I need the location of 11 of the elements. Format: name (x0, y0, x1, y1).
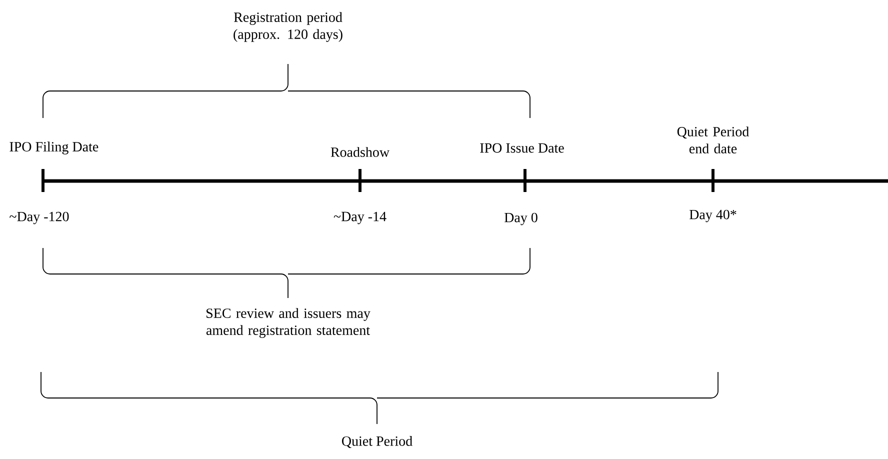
day-label: Day 40* (690, 210, 736, 222)
milestone-label: IPO Filing Date (10, 142, 98, 154)
day-label: ~Day -14 (334, 212, 386, 224)
bracket-label: SEC review and issuers may amend registration statement (206, 308, 370, 338)
bracket-label: Quiet Period (342, 436, 412, 448)
day-label: ~Day -120 (10, 212, 69, 224)
milestone-label: IPO Issue Date (480, 143, 564, 153)
milestone-label: Roadshow (330, 147, 390, 157)
milestone-label: Quiet Period end date (677, 126, 749, 154)
day-label: Day 0 (504, 212, 538, 226)
bracket-label: Registration period (approx. 120 days) (234, 12, 342, 42)
